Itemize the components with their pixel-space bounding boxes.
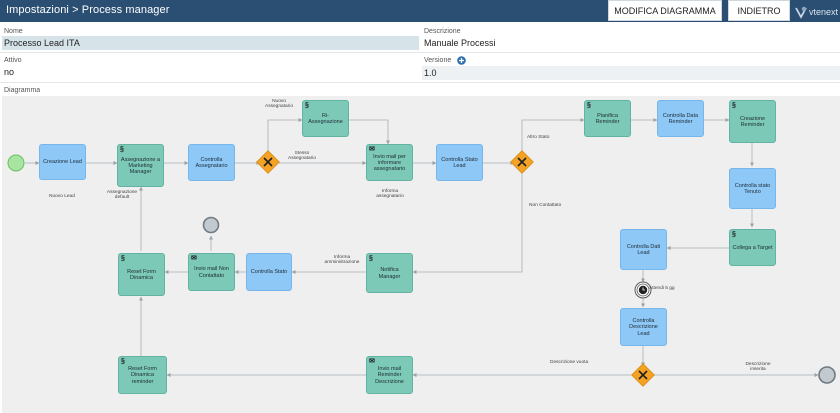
divider [0,52,840,53]
task-invio-mail-reminder[interactable]: ✉ Invio mail Reminder Descrizione [366,356,413,394]
task-label: Controlla Descrizione Lead [629,318,658,337]
flow-connector [412,171,523,274]
edge-label-attendi: Attendi 5 gg [649,286,675,291]
diagram-label: Diagramma [4,87,41,94]
task-collega-target[interactable]: § Collega a Target [729,229,776,266]
version-value: 1.0 [424,68,437,78]
gateway-icon [631,363,655,387]
script-icon: § [732,231,736,238]
task-reset-form-reminder[interactable]: § Reset Form Dinamica reminder [118,356,167,394]
end-event-icon [818,366,836,384]
task-label: Controlla Assegnatario [195,156,228,169]
flow-connector [521,118,585,155]
name-field[interactable] [2,36,419,50]
task-label: Invio mail Reminder Descrizione [375,366,404,385]
edge-label-informa-amministrazione: Informa amministrazione [324,255,360,265]
edge-label-descrizione-vuota: Descrizione vuota [550,360,589,365]
gateway-icon [510,150,534,174]
script-icon: § [587,102,591,109]
version-field [422,66,840,80]
task-invio-mail-non-contattato[interactable]: ✉ Invio mail Non Contattato [188,253,235,291]
edge-label-nuovo-assegnatario: Nuovo Assegnatario [265,99,293,109]
task-label: Collega a Target [732,244,773,251]
task-label: Assegnazione a Marketing Manager [120,156,161,176]
active-value: no [4,67,15,77]
diagram-connectors [7,118,836,387]
task-creazione-reminder[interactable]: § Creazione Reminder [729,100,776,143]
gateway-icon [256,150,280,174]
edge-label-altro-stato: Altro Stato [527,135,550,140]
mail-icon: ✉ [369,358,375,365]
task-label: Controlla Data Reminder [662,112,699,125]
edit-diagram-button[interactable]: MODIFICA DIAGRAMMA [608,0,722,21]
task-assegnazione-marketing-manager[interactable]: § Assegnazione a Marketing Manager [117,144,164,187]
task-label: Creazione Reminder [739,115,766,128]
logo-icon [795,6,807,19]
flow-connector [349,119,390,145]
task-reset-form-dinamica[interactable]: § Reset Form Dinamica [118,253,165,296]
end-event-icon [202,216,220,234]
task-label: Controlla Stato [250,269,288,276]
script-icon: § [369,255,373,262]
script-icon: § [305,102,309,109]
description-value: Manuale Processi [424,38,496,48]
task-label: Reset Form Dinamica reminder [128,366,157,385]
flow-connector [267,118,303,155]
task-controlla-descrizione-lead[interactable]: Controlla Descrizione Lead [620,308,667,346]
edge-label-non-contattato: Non Contattato [529,203,562,208]
task-controlla-dati-lead[interactable]: Controlla Dati Lead [620,229,667,270]
task-label: Ri-Assegnazione [308,112,343,125]
task-label: Controlla stato Tenuto [734,182,771,195]
diagram-canvas[interactable]: Creazione Lead § Assegnazione a Marketin… [2,96,840,413]
script-icon: § [120,146,124,153]
task-label: Invio mail Non Contattato [194,266,229,279]
task-notifica-manager[interactable]: § Notifica Manager [366,253,413,293]
mail-icon: ✉ [369,146,375,153]
timer-event-icon [634,281,652,299]
edge-label-nuovo-lead: Nuovo Lead [49,194,75,199]
start-event-icon [7,154,25,172]
back-button[interactable]: INDIETRO [728,0,790,21]
script-icon: § [121,255,125,262]
task-riassegnazione[interactable]: § Ri-Assegnazione [302,100,349,137]
task-controlla-stato-tenuto[interactable]: Controlla stato Tenuto [729,168,776,209]
edge-label-descrizione-inserita: Descrizione inserita [745,362,771,372]
active-label: Attivo [4,57,22,64]
task-invio-mail-assegnatario[interactable]: ✉ Invio mail per informare assegnatario [366,144,413,181]
task-label: Invio mail per informare assegnatario [373,153,406,173]
script-icon: § [121,358,125,365]
task-label: Creazione Lead [43,159,82,166]
version-label: Versione [424,57,452,64]
logo-text: vtenext [809,6,839,17]
mail-icon: ✉ [191,255,197,262]
task-pianifica-reminder[interactable]: § Pianifica Reminder [584,100,631,137]
edge-label-assegnazione-default: Assegnazione default [106,190,138,200]
description-label: Descrizione [424,28,461,35]
breadcrumb[interactable]: Impostazioni > Process manager [6,4,170,16]
add-version-icon[interactable] [457,56,466,65]
task-controlla-data-reminder[interactable]: Controlla Data Reminder [657,100,704,137]
name-label: Nome [4,28,23,35]
task-label: Pianifica Reminder [595,112,620,125]
task-creazione-lead[interactable]: Creazione Lead [39,144,86,180]
task-label: Controlla Dati Lead [626,243,661,256]
task-label: Notifica Manager [378,267,401,280]
task-controlla-assegnatario[interactable]: Controlla Assegnatario [188,144,235,181]
task-label: Reset Form Dinamica [127,268,156,281]
task-controlla-stato[interactable]: Controlla Stato [246,253,292,291]
task-label: Controlla Stato Lead [441,156,478,169]
edge-label-stesso-assegnatario: Stesso Assegnatario [288,151,316,161]
top-bar: Impostazioni > Process manager MODIFICA … [0,0,840,22]
edge-label-informa-assegnatario: Informa assegnatario [376,189,404,199]
script-icon: § [732,102,736,109]
divider [0,82,840,83]
task-controlla-stato-lead[interactable]: Controlla Stato Lead [436,144,483,181]
name-value: Processo Lead ITA [4,38,80,48]
logo: vtenext [794,3,840,19]
